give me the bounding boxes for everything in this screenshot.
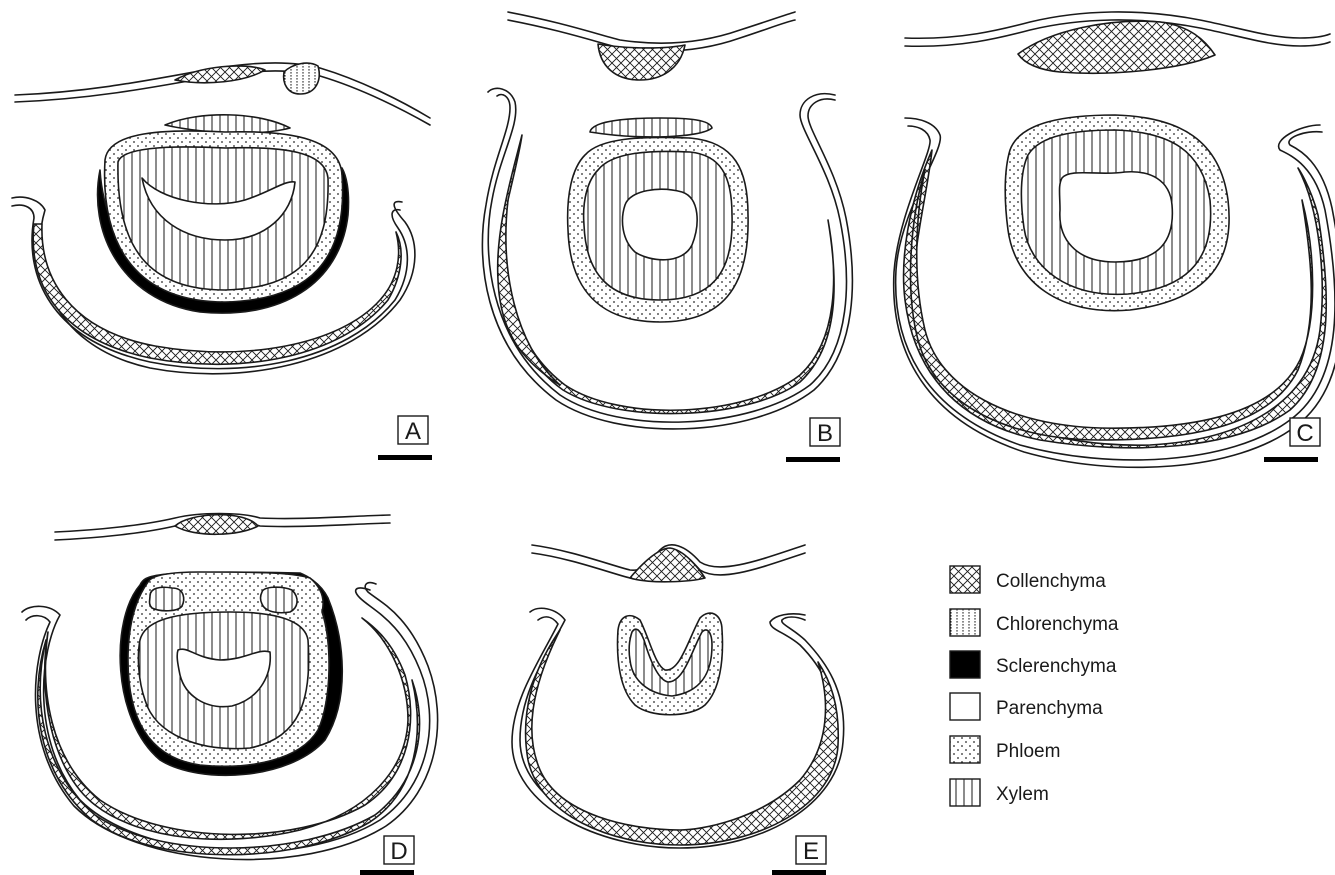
panel-d: D — [22, 514, 438, 875]
panel-a-scale-bar — [378, 455, 432, 460]
panel-b: B — [482, 12, 852, 462]
legend-label-sclerenchyma: Sclerenchyma — [996, 656, 1117, 677]
legend-item-sclerenchyma: Sclerenchyma — [950, 651, 1117, 678]
panel-c: C — [894, 12, 1335, 467]
panel-e-adaxial-collenchyma — [630, 548, 705, 582]
legend-label-collenchyma: Collenchyma — [996, 571, 1106, 592]
panel-d-xylem-bundle-right — [261, 587, 298, 613]
panel-a-adaxial-collenchyma — [175, 66, 265, 83]
panel-b-adaxial-epidermis — [508, 12, 795, 51]
legend-label-parenchyma: Parenchyma — [996, 698, 1103, 719]
panel-e: E — [512, 545, 844, 875]
legend-item-xylem: Xylem — [950, 779, 1049, 806]
parenchyma-swatch — [950, 693, 980, 720]
panel-a-label-group: A — [378, 416, 432, 460]
panel-d-xylem-bundle-left — [150, 587, 184, 611]
legend-item-collenchyma: Collenchyma — [950, 566, 1106, 593]
panel-b-label: B — [817, 420, 833, 447]
panel-c-scale-bar — [1264, 457, 1318, 462]
collenchyma-swatch — [950, 566, 980, 593]
panel-d-adaxial-collenchyma — [175, 515, 258, 535]
panel-e-label-group: E — [772, 836, 826, 875]
panel-a: A — [12, 63, 432, 460]
panel-b-central-cavity — [622, 189, 697, 259]
xylem-swatch — [950, 779, 980, 806]
legend-item-phloem: Phloem — [950, 736, 1060, 763]
legend-label-phloem: Phloem — [996, 741, 1060, 762]
legend-label-xylem: Xylem — [996, 784, 1049, 805]
panel-b-adaxial-collenchyma — [598, 44, 685, 80]
sclerenchyma-swatch — [950, 651, 980, 678]
panel-b-scale-bar — [786, 457, 840, 462]
panel-c-adaxial-collenchyma — [1018, 21, 1215, 73]
panel-b-xylem-arc — [590, 118, 712, 137]
panel-a-label: A — [405, 418, 421, 445]
phloem-swatch — [950, 736, 980, 763]
panel-d-scale-bar — [360, 870, 414, 875]
legend-label-chlorenchyma: Chlorenchyma — [996, 614, 1119, 635]
panel-e-scale-bar — [772, 870, 826, 875]
panel-d-label: D — [390, 838, 407, 865]
panel-d-label-group: D — [360, 836, 414, 875]
panel-e-label: E — [803, 838, 819, 865]
panel-e-abaxial-body — [512, 608, 844, 848]
legend: Collenchyma Chlorenchyma Sclerenchyma Pa… — [950, 566, 1119, 806]
panel-c-label: C — [1296, 420, 1313, 447]
panel-b-label-group: B — [786, 418, 840, 462]
legend-item-chlorenchyma: Chlorenchyma — [950, 609, 1119, 636]
panel-c-central-cavity — [1060, 172, 1173, 262]
legend-item-parenchyma: Parenchyma — [950, 693, 1103, 720]
panel-a-adaxial-chlorenchyma — [284, 63, 320, 94]
chlorenchyma-swatch — [950, 609, 980, 636]
